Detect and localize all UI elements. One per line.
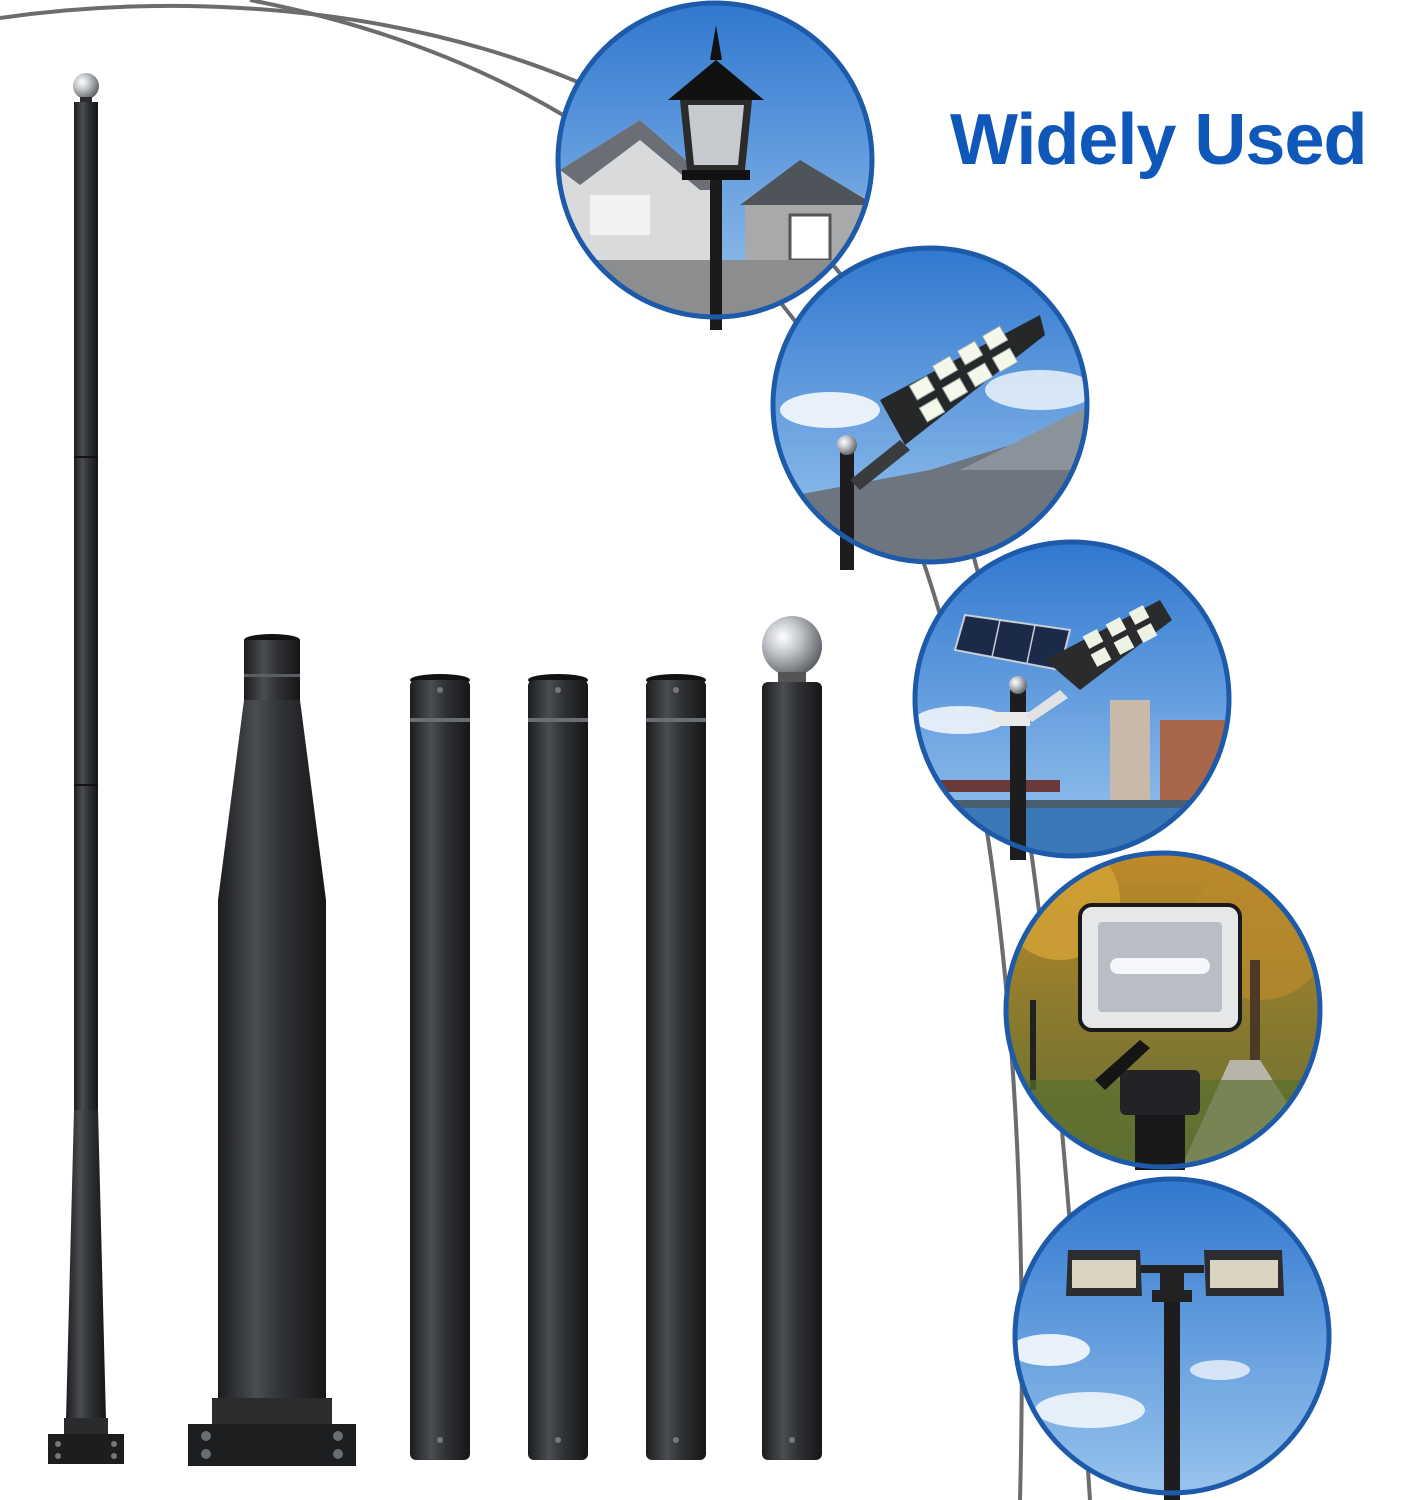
full-assembled-pole	[48, 73, 124, 1464]
double-head-area-light-scene	[1012, 1176, 1332, 1500]
base-section-pole	[188, 634, 356, 1466]
straight-section-pole	[646, 674, 706, 1460]
double-area-light-icon	[1066, 1250, 1284, 1500]
straight-section-pole	[528, 674, 588, 1460]
solar-panel-icon	[953, 600, 1172, 860]
straight-section-pole	[410, 674, 470, 1460]
floodlight-park-scene	[1003, 850, 1323, 1170]
solar-panel-street-light-harbor-scene	[912, 539, 1232, 860]
garden-lantern-post-scene	[555, 0, 875, 330]
solar-street-light-roof-scene	[770, 245, 1090, 570]
lantern-icon	[668, 25, 764, 330]
solar-street-light-icon	[837, 315, 1045, 570]
top-section-pole-with-ball-finial	[762, 616, 822, 1460]
headline-widely-used: Widely Used	[950, 100, 1367, 180]
floodlight-icon	[1078, 903, 1242, 1170]
